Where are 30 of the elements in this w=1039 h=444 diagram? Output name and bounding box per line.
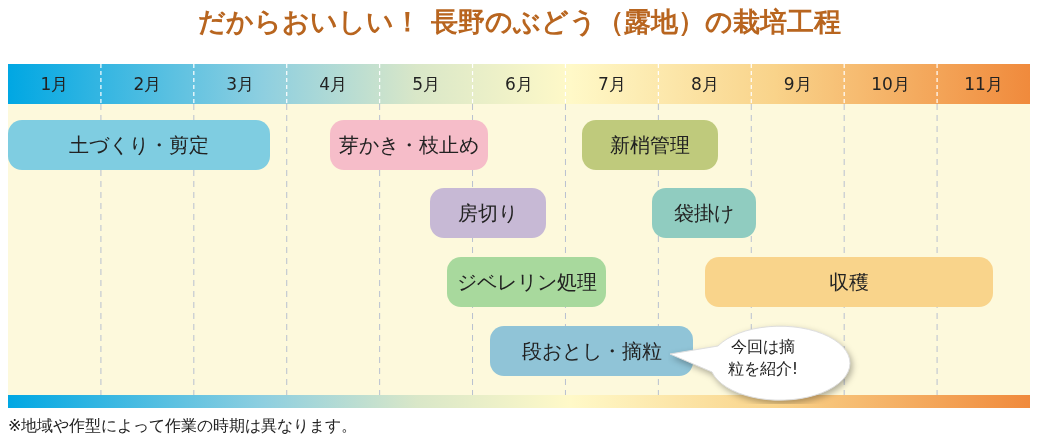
task-label: 土づくり・剪定 — [69, 131, 209, 159]
task-label: 新梢管理 — [610, 131, 690, 159]
task-bar — [490, 326, 693, 376]
month-label: 2月 — [132, 73, 163, 96]
task-label: 収穫 — [829, 268, 869, 296]
callout-text: 今回は摘粒を紹介! — [726, 336, 800, 380]
task-label: 房切り — [458, 199, 518, 227]
month-label: 6月 — [504, 73, 534, 96]
task-bar — [652, 188, 756, 238]
month-label: 1月 — [39, 73, 70, 96]
month-label: 11月 — [963, 73, 1004, 96]
task-bar — [330, 120, 488, 170]
task-bar — [705, 257, 993, 307]
month-label: 3月 — [225, 73, 256, 96]
task-bar — [8, 120, 270, 170]
chart-title: だからおいしい！ 長野のぶどう（露地）の栽培工程 — [198, 6, 841, 37]
task-label: 芽かき・枝止め — [339, 131, 479, 159]
month-label: 5月 — [411, 73, 441, 96]
month-label: 8月 — [689, 73, 720, 96]
task-bar — [582, 120, 718, 170]
task-bar — [430, 188, 546, 238]
footnote: ※地域や作型によって作業の時期は異なります。 — [8, 416, 358, 437]
task-label: 段おとし・摘粒 — [521, 337, 662, 365]
task-bar — [447, 257, 606, 307]
month-label: 9月 — [782, 73, 813, 96]
month-label: 7月 — [597, 73, 627, 96]
task-label: ジベレリン処理 — [456, 268, 597, 296]
month-label: 4月 — [318, 73, 349, 96]
month-label: 10月 — [870, 73, 911, 96]
task-label: 袋掛け — [674, 199, 734, 227]
